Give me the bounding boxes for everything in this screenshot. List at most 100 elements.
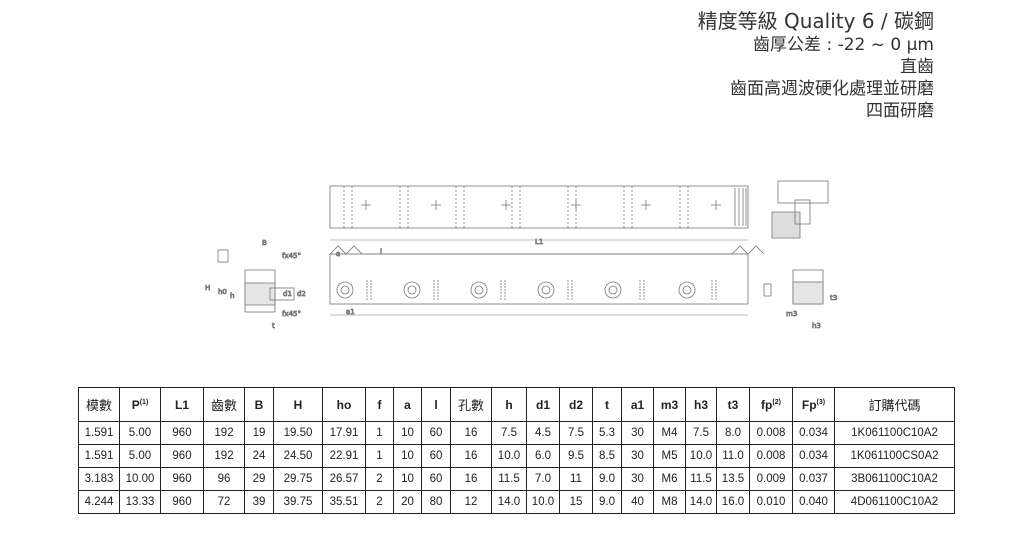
table-cell: 1K061100C10A2: [834, 421, 955, 445]
column-header-label: 孔數: [457, 398, 484, 413]
table-cell: 39.75: [273, 490, 323, 514]
column-header: d2: [559, 387, 593, 422]
detail-view: [771, 180, 829, 239]
side-view: m3 h3 t3: [763, 269, 838, 330]
table-cell: 22.91: [322, 444, 366, 468]
table-cell: 1: [365, 421, 394, 445]
column-header: ho: [322, 387, 366, 422]
table-cell: 16: [450, 421, 492, 445]
table-cell: 8.5: [592, 444, 622, 468]
table-cell: 96: [203, 467, 245, 491]
column-header: h: [491, 387, 527, 422]
table-cell: M8: [653, 490, 686, 514]
column-header: t: [592, 387, 622, 422]
dim-h: h: [230, 292, 234, 300]
column-header: 孔數: [450, 387, 492, 422]
table-cell: 4.5: [526, 421, 560, 445]
table-cell: 12: [450, 490, 492, 514]
dim-a1: a1: [346, 308, 355, 316]
dim-a: a: [336, 250, 340, 258]
table-cell: 29.75: [273, 467, 323, 491]
table-cell: 60: [421, 467, 451, 491]
column-header: d1: [526, 387, 560, 422]
column-header-label: L1: [174, 397, 189, 412]
table-cell: 1.591: [78, 421, 120, 445]
table-cell: 24.50: [273, 444, 323, 468]
table-cell: 16: [450, 467, 492, 491]
column-header-label: h3: [693, 397, 708, 412]
column-header: a: [393, 387, 422, 422]
table-cell: 11.0: [716, 444, 750, 468]
footnote-mark: (3): [816, 398, 826, 406]
table-cell: 30: [621, 444, 654, 468]
table-cell: 16.0: [716, 490, 750, 514]
column-header-label: Fp: [801, 397, 817, 412]
column-header-label: h: [505, 397, 513, 412]
table-cell: M6: [653, 467, 686, 491]
table-cell: 24: [244, 444, 274, 468]
column-header-label: m3: [660, 397, 679, 412]
table-cell: 0.008: [749, 421, 793, 445]
table-cell: 1K061100CS0A2: [834, 444, 955, 468]
table-cell: 14.0: [685, 490, 717, 514]
rack-technical-drawing: L1 a l a1 B fx45° fx45° H h0 h d1 d2 t m…: [205, 180, 838, 331]
table-cell: 5.3: [592, 421, 622, 445]
table-cell: 3.183: [78, 467, 120, 491]
dim-l: l: [380, 248, 382, 256]
table-cell: 35.51: [322, 490, 366, 514]
table-cell: 80: [421, 490, 451, 514]
table-cell: 30: [621, 467, 654, 491]
table-cell: 5.00: [119, 444, 161, 468]
column-header-label: B: [254, 397, 264, 412]
front-view: L1 a l a1: [329, 238, 765, 316]
table-cell: 0.008: [749, 444, 793, 468]
column-header: 模數: [78, 387, 120, 422]
column-header-label: fp: [761, 397, 773, 412]
section-view: B fx45° fx45° H h0 h d1 d2 t: [205, 239, 307, 331]
table-cell: 11.5: [491, 467, 527, 491]
table-cell: 7.5: [491, 421, 527, 445]
column-header: h3: [685, 387, 717, 422]
table-cell: 5.00: [119, 421, 161, 445]
column-header-label: 訂購代碼: [868, 398, 921, 413]
table-cell: 1: [365, 444, 394, 468]
table-cell: 10: [393, 467, 422, 491]
table-cell: 10.0: [526, 490, 560, 514]
footnote-mark: (1): [139, 398, 149, 406]
column-header: H: [273, 387, 323, 422]
dim-ho: h0: [218, 288, 227, 296]
dim-L1: L1: [535, 238, 543, 246]
table-cell: 11: [559, 467, 593, 491]
table-cell: M5: [653, 444, 686, 468]
table-cell: 30: [621, 421, 654, 445]
table-cell: 13.5: [716, 467, 750, 491]
table-cell: 0.009: [749, 467, 793, 491]
dim-t: t: [272, 322, 275, 330]
table-cell: 960: [160, 444, 204, 468]
table-cell: 7.5: [685, 421, 717, 445]
table-cell: 10.0: [491, 444, 527, 468]
table-cell: 26.57: [322, 467, 366, 491]
table-cell: 11.5: [685, 467, 717, 491]
table-cell: 16: [450, 444, 492, 468]
table-cell: 9.0: [592, 490, 622, 514]
table-cell: 17.91: [322, 421, 366, 445]
product-spec-header: 精度等級 Quality 6 / 碳鋼 齒厚公差 : -22 ~ 0 µm 直齒…: [698, 8, 934, 122]
column-header: P(1): [119, 387, 161, 422]
table-cell: 6.0: [526, 444, 560, 468]
column-header: 訂購代碼: [834, 387, 955, 422]
table-cell: 15: [559, 490, 593, 514]
table-cell: 1.591: [78, 444, 120, 468]
column-header-label: l: [434, 397, 438, 412]
grinding-note: 四面研磨: [866, 101, 934, 121]
column-header-label: f: [377, 397, 382, 412]
column-header-label: 模數: [85, 398, 112, 413]
top-view: [329, 185, 749, 229]
column-header-label: a: [404, 397, 411, 412]
table-cell: 19.50: [273, 421, 323, 445]
column-header: f: [365, 387, 394, 422]
